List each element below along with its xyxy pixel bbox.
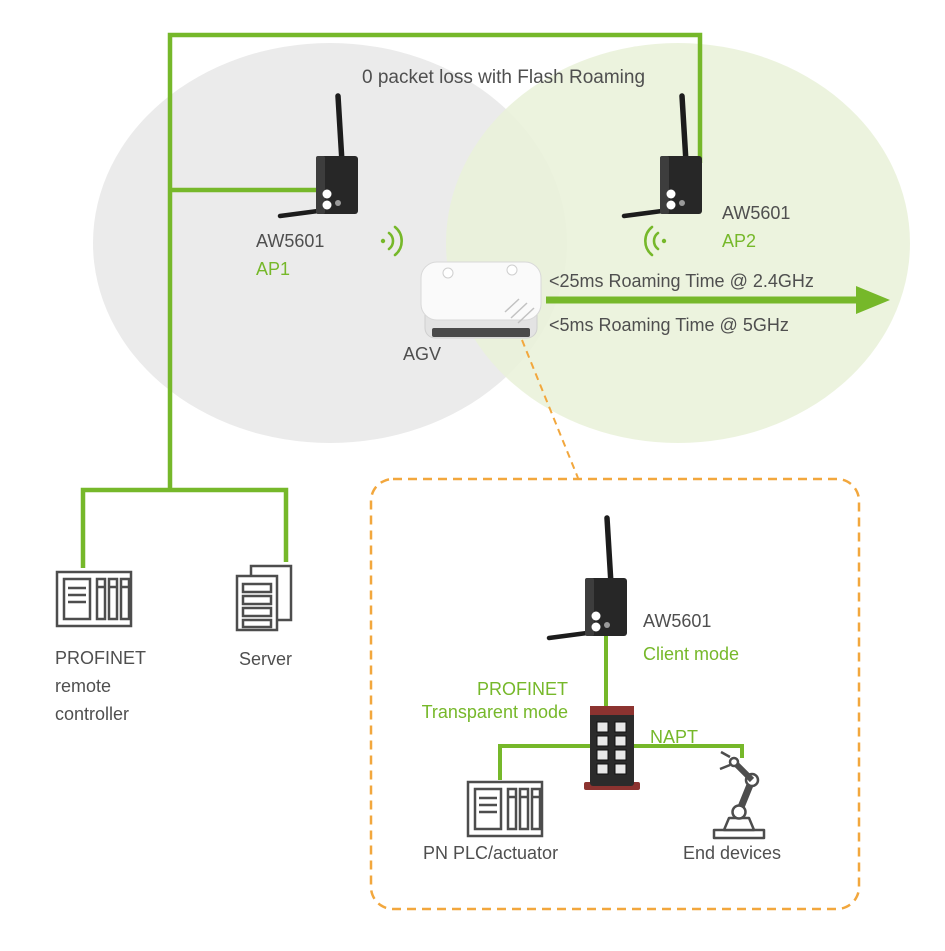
ap2-coverage-ellipse	[446, 43, 910, 443]
ap2-wifi-icon	[644, 225, 667, 257]
profinet-transparent-line1: PROFINET	[476, 679, 568, 699]
detail-callout	[369, 339, 861, 911]
agv-vehicle	[420, 261, 542, 339]
ap1-coverage-ellipse	[93, 43, 567, 443]
roaming-arrow	[546, 286, 890, 314]
profinet-transparent-line2: Transparent mode	[421, 701, 568, 722]
profinet-transparent-label: PROFINET Transparent mode	[368, 678, 568, 723]
ap2-model-label: AW5601	[722, 203, 791, 223]
agv-label: AGV	[403, 344, 442, 364]
detail-links	[498, 634, 744, 780]
end-devices-label: End devices	[683, 843, 782, 863]
roaming-time-24ghz-label: <25ms Roaming Time @ 2.4GHz	[549, 271, 814, 291]
diagram-title: 0 packet loss with Flash Roaming	[362, 67, 646, 88]
pn-plc-label: PN PLC/actuator	[423, 843, 559, 863]
server-label: Server	[239, 649, 293, 669]
arrow-head	[856, 286, 890, 314]
ap1-role-label: AP1	[256, 259, 291, 279]
client-device	[549, 518, 627, 638]
roaming-time-5ghz-label: <5ms Roaming Time @ 5GHz	[549, 315, 789, 335]
ap2-role-label: AP2	[722, 231, 757, 251]
backbone-lines	[80, 32, 703, 568]
server-icon	[235, 564, 293, 632]
switch-device	[584, 706, 640, 790]
profinet-controller-icon	[55, 570, 133, 628]
robot-arm-icon	[712, 750, 766, 840]
ap1-wifi-icon	[380, 225, 403, 257]
coverage-zones	[93, 43, 910, 443]
ap1-model-label: AW5601	[256, 231, 325, 251]
napt-label: NAPT	[650, 727, 699, 747]
client-model-label: AW5601	[643, 611, 712, 631]
pn-plc-icon	[466, 780, 544, 838]
client-mode-label: Client mode	[643, 644, 740, 664]
profinet-controller-label: PROFINET remote controller	[55, 648, 146, 724]
